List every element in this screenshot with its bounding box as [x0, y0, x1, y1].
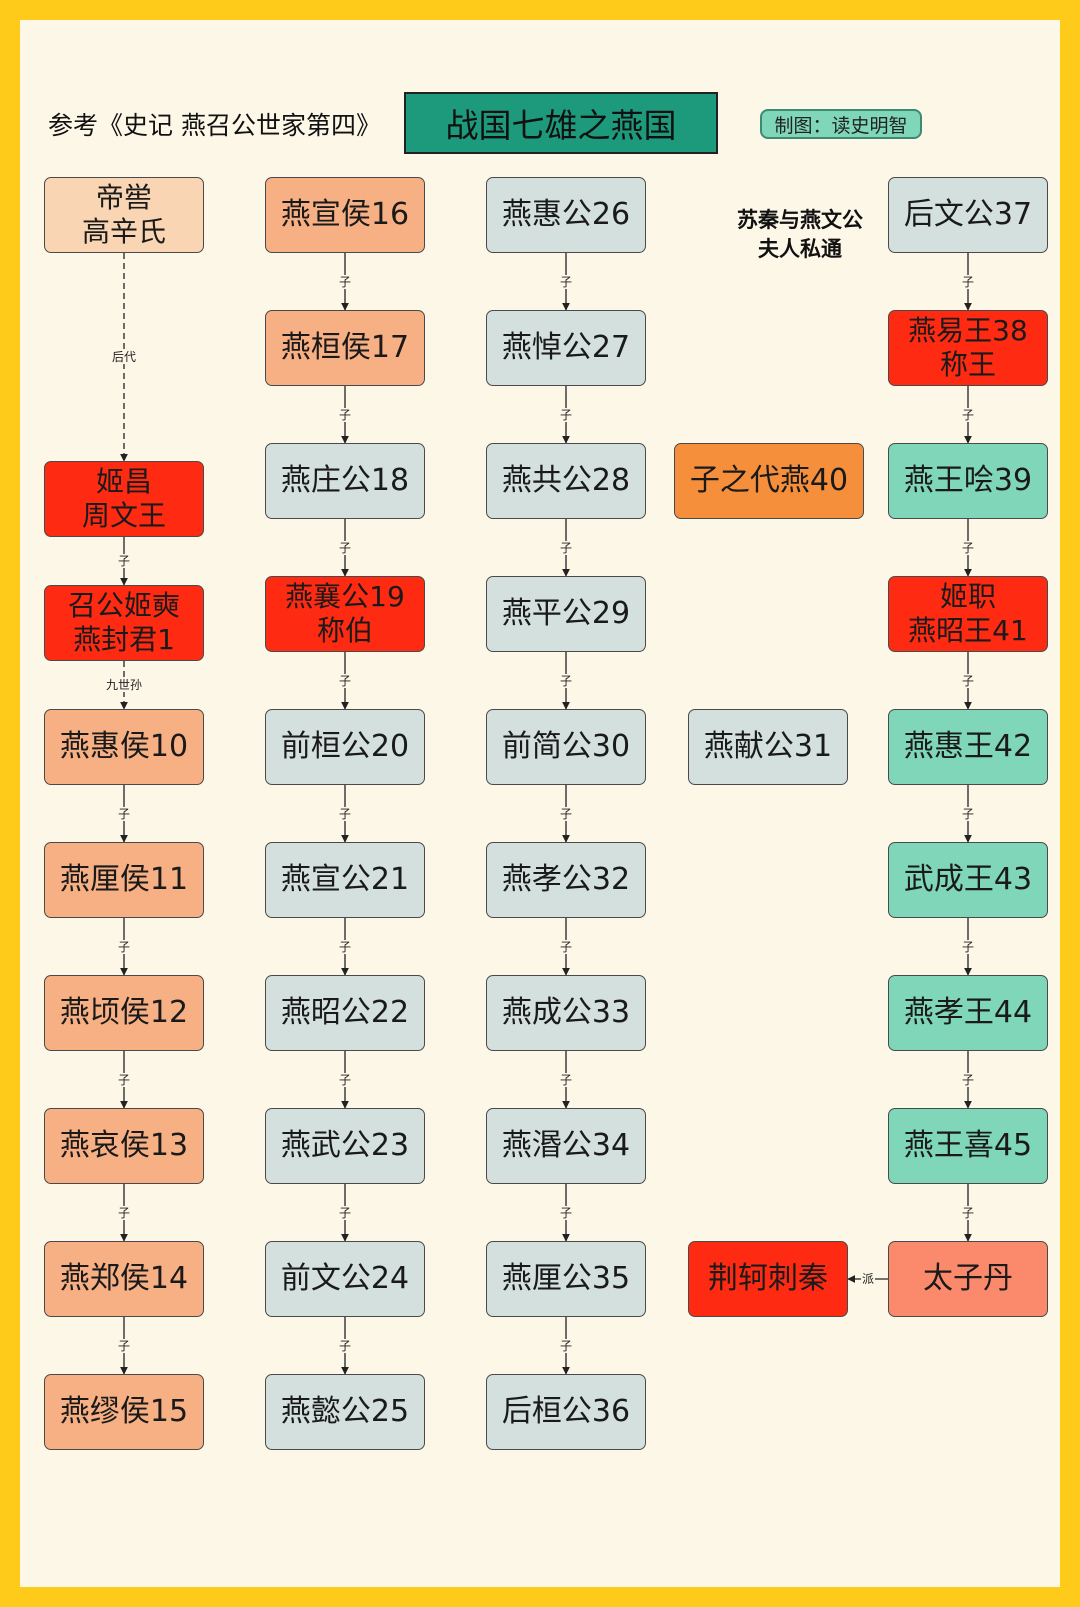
- edge-label: 子: [558, 540, 574, 555]
- node-jichang: 姬昌 周文王: [44, 461, 204, 537]
- edge-label: 子: [337, 1205, 353, 1220]
- node-n22: 燕昭公22: [265, 975, 425, 1051]
- edge-label: 子: [116, 939, 132, 954]
- node-n30: 前简公30: [486, 709, 646, 785]
- node-n23: 燕武公23: [265, 1108, 425, 1184]
- edge-label: 子: [960, 540, 976, 555]
- node-n28: 燕共公28: [486, 443, 646, 519]
- node-shaogong: 召公姬奭 燕封君1: [44, 585, 204, 661]
- edge-label: 子: [558, 939, 574, 954]
- node-n38: 燕易王38 称王: [888, 310, 1048, 386]
- node-n42: 燕惠王42: [888, 709, 1048, 785]
- edge-label: 子: [558, 1072, 574, 1087]
- node-n26: 燕惠公26: [486, 177, 646, 253]
- node-n19: 燕襄公19 称伯: [265, 576, 425, 652]
- edge-label: 子: [337, 407, 353, 422]
- edge-label: 子: [337, 939, 353, 954]
- edge-label: 子: [558, 673, 574, 688]
- edge-label: 子: [960, 806, 976, 821]
- node-n44: 燕孝王44: [888, 975, 1048, 1051]
- edge-label: 子: [558, 1338, 574, 1353]
- edge-label: 子: [558, 806, 574, 821]
- node-n25: 燕懿公25: [265, 1374, 425, 1450]
- edge-label: 子: [337, 673, 353, 688]
- edge-label: 子: [337, 1072, 353, 1087]
- node-n34: 燕湣公34: [486, 1108, 646, 1184]
- edge-label: 子: [337, 1338, 353, 1353]
- node-taizidan: 太子丹: [888, 1241, 1048, 1317]
- edge-label: 子: [558, 407, 574, 422]
- node-n21: 燕宣公21: [265, 842, 425, 918]
- node-jingke: 荆轲刺秦: [688, 1241, 848, 1317]
- node-n29: 燕平公29: [486, 576, 646, 652]
- edge-label: 子: [337, 806, 353, 821]
- edge-label: 子: [116, 806, 132, 821]
- node-n37: 后文公37: [888, 177, 1048, 253]
- node-n31: 燕献公31: [688, 709, 848, 785]
- node-n11: 燕厘侯11: [44, 842, 204, 918]
- node-n13: 燕哀侯13: [44, 1108, 204, 1184]
- node-n41: 姬职 燕昭王41: [888, 576, 1048, 652]
- node-n33: 燕成公33: [486, 975, 646, 1051]
- edge-label: 子: [558, 274, 574, 289]
- page-title: 战国七雄之燕国: [404, 92, 718, 154]
- node-n24: 前文公24: [265, 1241, 425, 1317]
- node-n18: 燕庄公18: [265, 443, 425, 519]
- node-n43: 武成王43: [888, 842, 1048, 918]
- node-n20: 前桓公20: [265, 709, 425, 785]
- node-n17: 燕桓侯17: [265, 310, 425, 386]
- node-n36: 后桓公36: [486, 1374, 646, 1450]
- node-diku: 帝喾 高辛氏: [44, 177, 204, 253]
- node-n15: 燕缪侯15: [44, 1374, 204, 1450]
- edge-label: 派: [860, 1272, 876, 1286]
- node-n10: 燕惠侯10: [44, 709, 204, 785]
- credit-badge: 制图：读史明智: [760, 109, 922, 139]
- node-n16: 燕宣侯16: [265, 177, 425, 253]
- edge-label: 子: [960, 939, 976, 954]
- edge-label: 子: [116, 1072, 132, 1087]
- edge-label: 后代: [110, 350, 138, 364]
- node-n14: 燕郑侯14: [44, 1241, 204, 1317]
- edge-label: 九世孙: [104, 678, 144, 692]
- node-n12: 燕顷侯12: [44, 975, 204, 1051]
- node-n32: 燕孝公32: [486, 842, 646, 918]
- edge-label: 子: [960, 407, 976, 422]
- node-n40: 子之代燕40: [674, 443, 864, 519]
- node-n27: 燕悼公27: [486, 310, 646, 386]
- node-n39: 燕王哙39: [888, 443, 1048, 519]
- edge-label: 子: [960, 274, 976, 289]
- edge-label: 子: [558, 1205, 574, 1220]
- node-n45: 燕王喜45: [888, 1108, 1048, 1184]
- reference-text: 参考《史记 燕召公世家第四》: [48, 111, 381, 140]
- edge-label: 子: [116, 1338, 132, 1353]
- annotation-note: 苏秦与燕文公 夫人私通: [737, 208, 863, 261]
- edge-label: 子: [116, 1205, 132, 1220]
- edge-label: 子: [337, 540, 353, 555]
- edge-label: 子: [960, 1205, 976, 1220]
- edge-label: 子: [337, 274, 353, 289]
- edge-label: 子: [960, 673, 976, 688]
- node-n35: 燕厘公35: [486, 1241, 646, 1317]
- edge-label: 子: [116, 554, 132, 568]
- edge-label: 子: [960, 1072, 976, 1087]
